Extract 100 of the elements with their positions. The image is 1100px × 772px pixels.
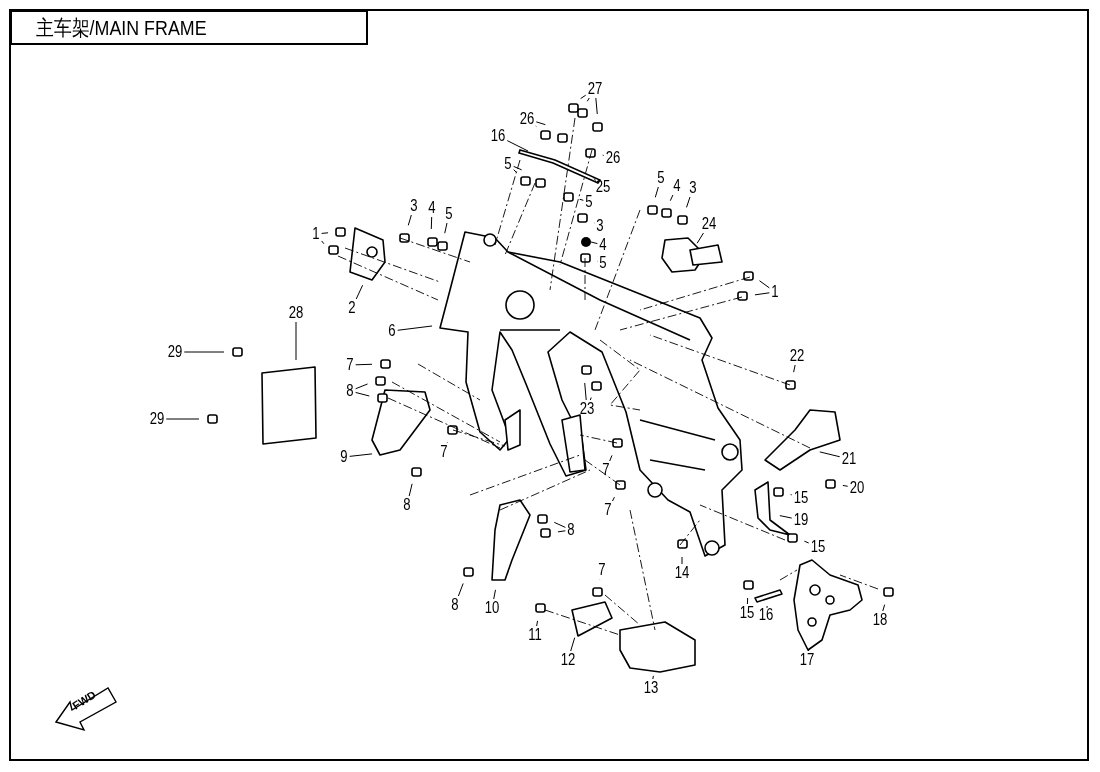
leader-line [652, 675, 654, 680]
leader-line [321, 232, 329, 234]
leader-line [535, 121, 546, 126]
leader-line [669, 194, 674, 202]
leader-line [295, 321, 297, 361]
leader-line [793, 364, 796, 373]
callout-number: 15 [739, 605, 755, 621]
leader-line [321, 240, 325, 245]
callout-number: 17 [799, 652, 815, 668]
callout-number: 24 [701, 216, 717, 232]
leader-line [408, 483, 413, 497]
callout-number: 5 [445, 206, 453, 222]
callout-number: 23 [579, 401, 595, 417]
callout-number: 16 [758, 607, 774, 623]
callout-number: 9 [340, 449, 348, 465]
leader-line [535, 125, 537, 127]
callout-number: 4 [428, 200, 436, 216]
callout-number: 28 [288, 305, 304, 321]
leader-line [355, 363, 373, 366]
leader-line [609, 454, 613, 462]
callout-number: 15 [793, 490, 809, 506]
leader-line [686, 196, 691, 208]
leader-line [557, 530, 566, 533]
leader-line [536, 620, 539, 627]
callout-number: 29 [149, 411, 165, 427]
leader-line [397, 325, 433, 331]
callout-number: 1 [771, 284, 779, 300]
leader-line [444, 222, 448, 234]
leader-line [355, 284, 364, 300]
callout-number: 4 [599, 237, 607, 253]
leader-line [681, 556, 683, 565]
leader-line [513, 169, 517, 173]
leader-line [355, 383, 369, 390]
leader-line [580, 94, 587, 100]
callout-number: 8 [451, 597, 459, 613]
leader-line [593, 177, 597, 181]
leader-line [654, 186, 659, 198]
leader-line [183, 351, 225, 353]
callout-number: 20 [849, 480, 865, 496]
leader-line [746, 597, 749, 605]
leader-line [803, 540, 810, 544]
callout-number: 6 [388, 323, 396, 339]
callout-number: 5 [657, 170, 665, 186]
callout-number: 13 [643, 680, 659, 696]
leader-line [513, 165, 523, 171]
callout-number: 7 [346, 357, 354, 373]
leader-line [506, 140, 529, 152]
leader-line [790, 494, 793, 496]
callout-number: 7 [602, 462, 610, 478]
leader-line [766, 605, 768, 609]
leader-line [165, 418, 200, 420]
leader-line [758, 280, 770, 289]
callout-number: 19 [793, 512, 809, 528]
callout-number: 3 [689, 180, 697, 196]
callout-number: 15 [810, 539, 826, 555]
callout-number: 14 [674, 565, 690, 581]
callout-number: 29 [167, 344, 183, 360]
callout-number: 10 [484, 600, 500, 616]
callout-number: 2 [348, 300, 356, 316]
callout-number: 7 [440, 444, 448, 460]
callout-number: 26 [605, 150, 621, 166]
leader-line [349, 453, 373, 457]
leader-line [779, 515, 793, 519]
leader-line [589, 397, 592, 401]
leader-line [696, 232, 704, 244]
leader-line [493, 589, 496, 600]
callout-number: 5 [599, 255, 607, 271]
leader-line [612, 496, 615, 502]
leader-line [595, 97, 598, 115]
callout-number: 18 [872, 612, 888, 628]
leader-line [754, 292, 770, 296]
leader-line [584, 382, 587, 401]
title-box: 主车架/MAIN FRAME [10, 10, 368, 45]
leader-line [808, 649, 810, 652]
callout-number: 1 [312, 226, 320, 242]
leader-line [355, 391, 370, 397]
leader-line [407, 214, 412, 226]
callout-number: 7 [604, 502, 612, 518]
callout-number: 4 [673, 178, 681, 194]
leader-line [430, 216, 433, 230]
leader-line [882, 604, 886, 612]
grommet [581, 237, 591, 247]
callout-number: 3 [596, 218, 604, 234]
callout-number: 26 [519, 111, 535, 127]
leader-line [586, 97, 590, 102]
direction-label: FWD [70, 688, 98, 712]
leader-line [819, 451, 841, 458]
callout-number: 22 [789, 348, 805, 364]
callout-number: 25 [595, 179, 611, 195]
callout-number: 8 [567, 522, 575, 538]
leader-line [602, 154, 605, 156]
callout-number: 8 [403, 497, 411, 513]
callout-number: 27 [587, 81, 603, 97]
callout-number: 11 [528, 627, 542, 643]
leader-line [570, 637, 576, 652]
callout-number: 5 [504, 156, 512, 172]
callout-number: 3 [410, 198, 418, 214]
leader-line [590, 241, 598, 245]
callout-number: 5 [585, 194, 593, 210]
leader-line [842, 484, 849, 487]
